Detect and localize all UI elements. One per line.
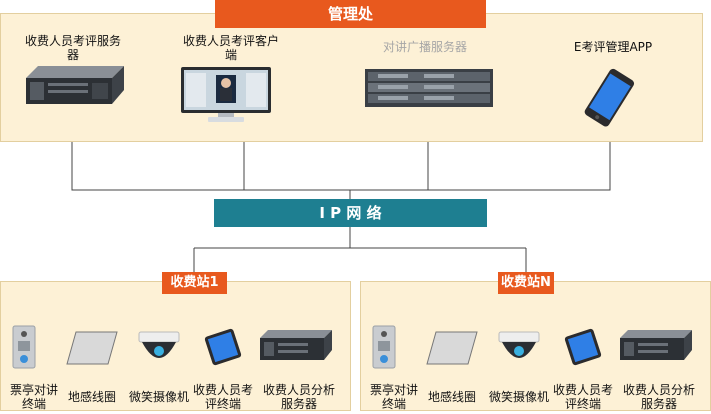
tablet-icon — [204, 328, 242, 366]
station-1-label-1: 票亭对讲终端 — [9, 383, 58, 411]
mgmt-device-label-2: 收费人员考评客户端 — [182, 34, 279, 62]
loop-coil-icon — [426, 331, 478, 365]
chassis-server-icon — [365, 69, 493, 107]
management-title: 管理处 — [215, 0, 486, 28]
dome-camera-icon — [498, 331, 540, 358]
station-n-label-2: 地感线圈 — [427, 390, 476, 404]
station-n-label-4: 收费人员考评终端 — [553, 383, 614, 411]
station-1-label-4: 收费人员考评终端 — [193, 383, 254, 411]
server-icon — [620, 330, 692, 360]
monitor-icon — [181, 67, 271, 122]
station-1-label-2: 地感线圈 — [67, 390, 116, 404]
mgmt-device-label-4: E考评管理APP — [573, 40, 653, 54]
mgmt-device-label-3: 对讲广播服务器 — [382, 40, 467, 54]
ip-network-bar: I P 网 络 — [214, 199, 487, 227]
rack-server-icon — [26, 66, 124, 104]
station-n-label-3: 微笑摄像机 — [488, 390, 549, 404]
station-1-title: 收费站1 — [162, 272, 227, 294]
intercom-icon — [372, 325, 396, 369]
loop-coil-icon — [66, 331, 118, 365]
station-1-label-3: 微笑摄像机 — [128, 390, 189, 404]
smartphone-icon — [584, 68, 635, 127]
station-n-label-5: 收费人员分析服务器 — [622, 383, 695, 411]
station-n-title: 收费站N — [498, 272, 554, 294]
tablet-icon — [564, 328, 602, 366]
station-1-label-5: 收费人员分析服务器 — [262, 383, 335, 411]
intercom-icon — [12, 325, 36, 369]
station-n-label-1: 票亭对讲终端 — [369, 383, 418, 411]
dome-camera-icon — [138, 331, 180, 358]
mgmt-device-label-1: 收费人员考评服务器 — [24, 34, 121, 62]
server-icon — [260, 330, 332, 360]
